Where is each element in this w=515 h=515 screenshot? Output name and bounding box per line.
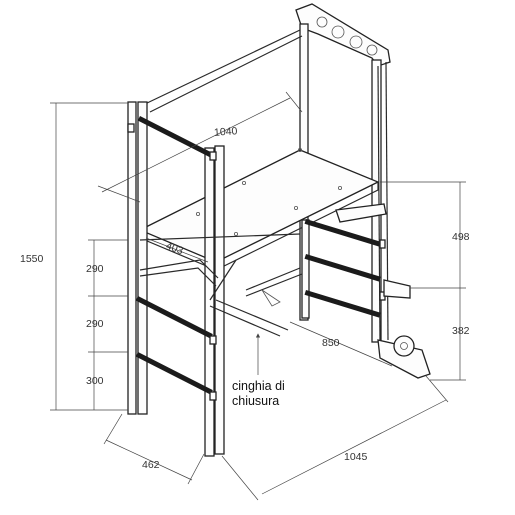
- clip: [379, 239, 386, 249]
- right-rear-ladder: [301, 219, 386, 319]
- wheel: [393, 335, 415, 357]
- upright: [137, 101, 148, 415]
- rung: [304, 219, 381, 247]
- dim-steps: 290 290 300: [86, 239, 128, 410]
- small-wheel: [261, 289, 281, 307]
- upright: [301, 219, 310, 319]
- rung: [304, 253, 381, 282]
- dim-label: 850: [322, 337, 340, 349]
- rung: [304, 290, 381, 318]
- dim-462: 462: [103, 413, 205, 485]
- front-upright: [204, 147, 215, 457]
- strap-label-line1: cinghia di: [232, 379, 285, 393]
- rung: [135, 352, 213, 395]
- front-ladder-frame: [127, 116, 225, 457]
- upright: [127, 101, 137, 415]
- tray-hole: [316, 16, 328, 28]
- dim-1550: 1550: [20, 102, 128, 411]
- dim-label: 1045: [344, 451, 368, 463]
- back-upright-outer: [371, 59, 382, 343]
- tray-hole: [366, 44, 378, 56]
- dim-1045: 1045: [221, 375, 449, 501]
- left-rear-frame: [127, 101, 148, 415]
- dim-850: 850: [289, 321, 393, 367]
- dim-label: 1040: [214, 125, 238, 139]
- folding-struts: [139, 233, 303, 337]
- dim-label: 382: [452, 325, 470, 337]
- side-shelf: [335, 203, 387, 223]
- dim-label: 403: [164, 240, 185, 257]
- tray-hole: [331, 25, 345, 39]
- dim-label: 300: [86, 375, 104, 387]
- rung: [137, 116, 215, 159]
- dim-label: 462: [142, 459, 160, 471]
- dim-label: 290: [86, 263, 104, 275]
- dim-label: 498: [452, 231, 470, 243]
- dim-1040: 1040: [97, 91, 303, 203]
- strap-label-line2: chiusura: [232, 394, 279, 408]
- top-rail: [144, 29, 301, 105]
- clip: [209, 151, 217, 161]
- dim-right: 498 382: [380, 181, 470, 381]
- rung: [135, 296, 213, 339]
- dim-label: 1550: [20, 253, 44, 265]
- clip: [209, 391, 217, 401]
- base: [261, 289, 431, 379]
- foot-plate: [377, 339, 431, 379]
- dim-403: 403: [145, 237, 209, 263]
- dim-label: 290: [86, 318, 104, 330]
- clip: [127, 123, 135, 133]
- front-upright: [214, 145, 225, 455]
- tray-hole: [349, 35, 363, 49]
- clip: [209, 335, 217, 345]
- side-bracket: [383, 279, 411, 299]
